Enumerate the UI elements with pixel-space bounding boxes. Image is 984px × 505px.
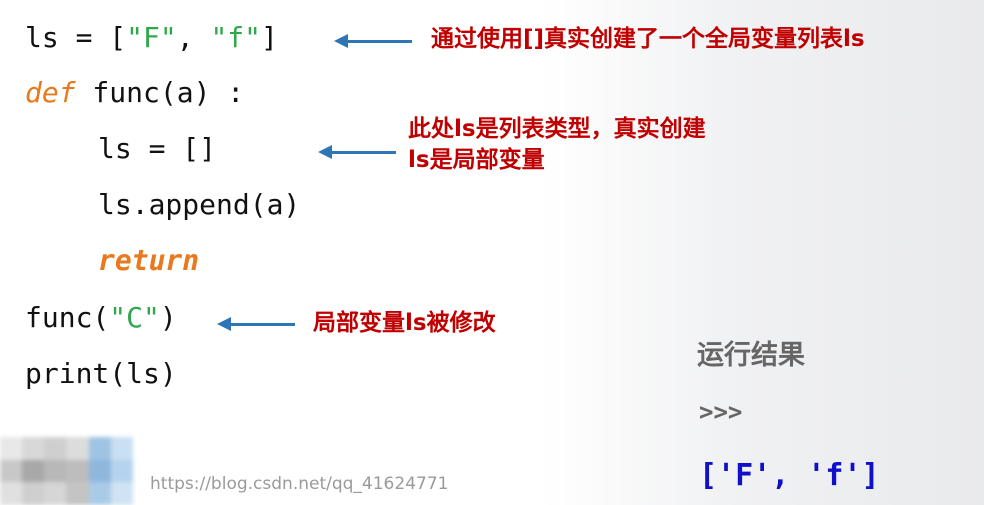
watermark: https://blog.csdn.net/qq_41624771 xyxy=(150,474,449,494)
code-line-2: def func(a) : xyxy=(25,76,245,109)
result-output: ['F', 'f'] xyxy=(699,458,880,493)
code-line-7: print(ls) xyxy=(25,357,177,390)
annotation-line: ls是局部变量 xyxy=(408,147,545,174)
arrow-left-icon xyxy=(318,145,396,159)
code-line-3: ls = [] xyxy=(98,132,217,165)
annotation-modified: 局部变量ls被修改 xyxy=(313,310,496,336)
arrow-left-icon xyxy=(217,317,295,331)
result-label: 运行结果 xyxy=(697,340,805,371)
result-prompt: >>> xyxy=(699,398,743,426)
blurred-region xyxy=(0,437,133,505)
annotation-local-list: 此处ls是列表类型，真实创建 ls是局部变量 xyxy=(408,114,706,176)
arrow-left-icon xyxy=(334,34,412,48)
annotation-global-list: 通过使用[]真实创建了一个全局变量列表ls xyxy=(431,26,865,52)
code-line-5: return xyxy=(98,244,200,277)
code-line-4: ls.append(a) xyxy=(98,188,301,221)
code-line-1: ls = ["F", "f"] xyxy=(25,21,278,54)
code-line-6: func("C") xyxy=(25,301,177,334)
annotation-line: 此处ls是列表类型，真实创建 xyxy=(408,116,706,142)
